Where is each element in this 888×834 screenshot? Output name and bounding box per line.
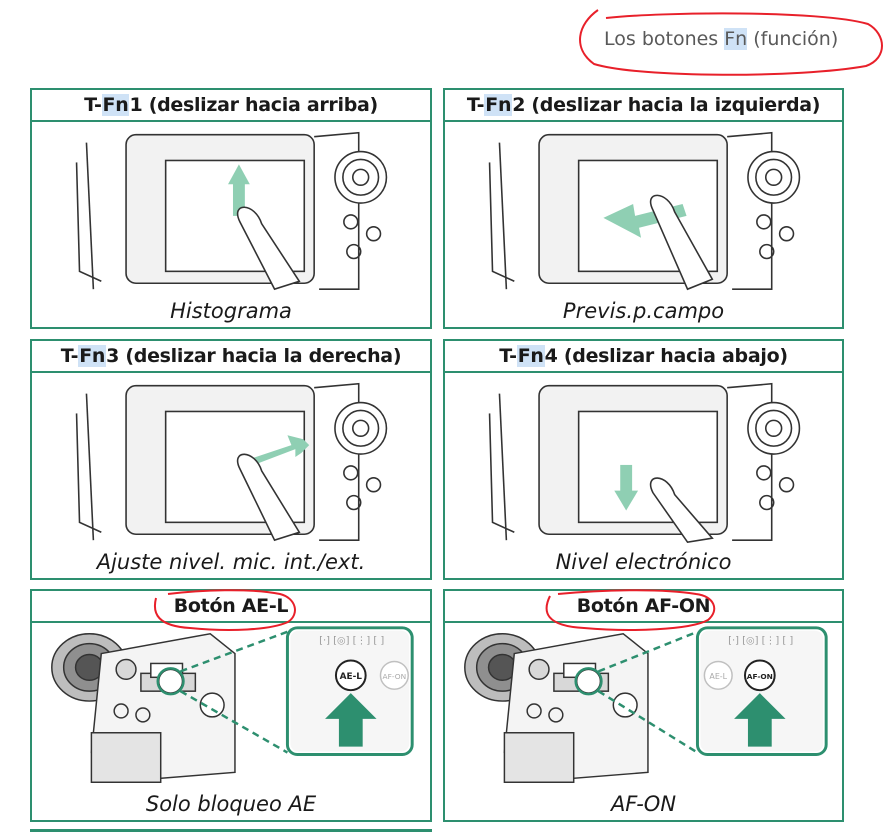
panel-title-highlight: Fn <box>516 345 545 367</box>
page-title-before: Los botones <box>604 28 725 50</box>
af-on-button-illustration: [·] [◎] [⋮] [ ] AE-L AF-ON <box>464 626 828 784</box>
panel-title: Botón AF-ON <box>445 591 842 623</box>
ae-l-key-label: AE-L <box>340 672 363 682</box>
panel-caption: Previs.p.campo <box>562 299 725 323</box>
zoom-icons-text: [·] [◎] [⋮] [ ] <box>319 636 384 647</box>
panel-af-on-button: Botón AF-ON [·] [◎] [⋮] [ ] AE-L AF-ON <box>443 589 844 822</box>
ae-l-key-label: AE-L <box>709 672 727 681</box>
panel-title-highlight: Fn <box>484 94 513 116</box>
swipe-right-illustration <box>75 382 388 542</box>
panel-title-prefix: T- <box>84 94 102 116</box>
panel-title-suffix: 4 (deslizar hacia abajo) <box>544 345 788 367</box>
swipe-up-arrow-icon <box>228 164 250 216</box>
swipe-left-illustration <box>488 131 801 291</box>
panel-title-prefix: T- <box>466 94 485 116</box>
panel-title-highlight: Fn <box>78 345 107 367</box>
panel-caption: Solo bloqueo AE <box>145 792 317 816</box>
panel-caption: Ajuste nivel. mic. int./ext. <box>96 550 366 574</box>
af-on-key-label: AF-ON <box>747 672 773 681</box>
zoom-icons-text: [·] [◎] [⋮] [ ] <box>728 636 793 647</box>
bottom-divider <box>30 829 432 832</box>
highlight-ring-icon <box>574 667 603 696</box>
panel-title-suffix: 3 (deslizar hacia la derecha) <box>106 345 402 367</box>
press-arrow-icon <box>734 693 786 747</box>
panel-caption: Histograma <box>170 299 292 323</box>
panel-title-prefix: T- <box>499 345 517 367</box>
panel-title-suffix: 2 (deslizar hacia la izquierda) <box>512 94 821 116</box>
page-title: Los botones Fn (función) <box>604 28 838 50</box>
af-on-key-label: AF-ON <box>383 672 407 681</box>
panel-title-suffix: 1 (deslizar hacia arriba) <box>129 94 378 116</box>
press-arrow-icon <box>325 693 377 747</box>
ae-l-button-illustration: [·] [◎] [⋮] [ ] AE-L AF-ON <box>51 626 414 784</box>
page-title-highlight: Fn <box>724 28 748 50</box>
panel-title-prefix: T- <box>60 345 79 367</box>
panel-title-highlight: Fn <box>101 94 130 116</box>
panel-ae-l-button: Botón AE-L [·] [◎] [⋮] [ ] AE-L AF-ON <box>30 589 432 822</box>
panel-title: Botón AE-L <box>32 591 430 623</box>
swipe-down-illustration <box>488 382 801 543</box>
swipe-right-arrow-icon <box>249 435 310 465</box>
swipe-up-illustration <box>75 131 388 291</box>
swipe-down-arrow-icon <box>614 464 639 511</box>
page-title-after: (función) <box>747 28 839 50</box>
highlight-ring-icon <box>156 667 185 696</box>
panel-caption: AF-ON <box>610 792 677 816</box>
panel-caption: Nivel electrónico <box>555 550 732 574</box>
